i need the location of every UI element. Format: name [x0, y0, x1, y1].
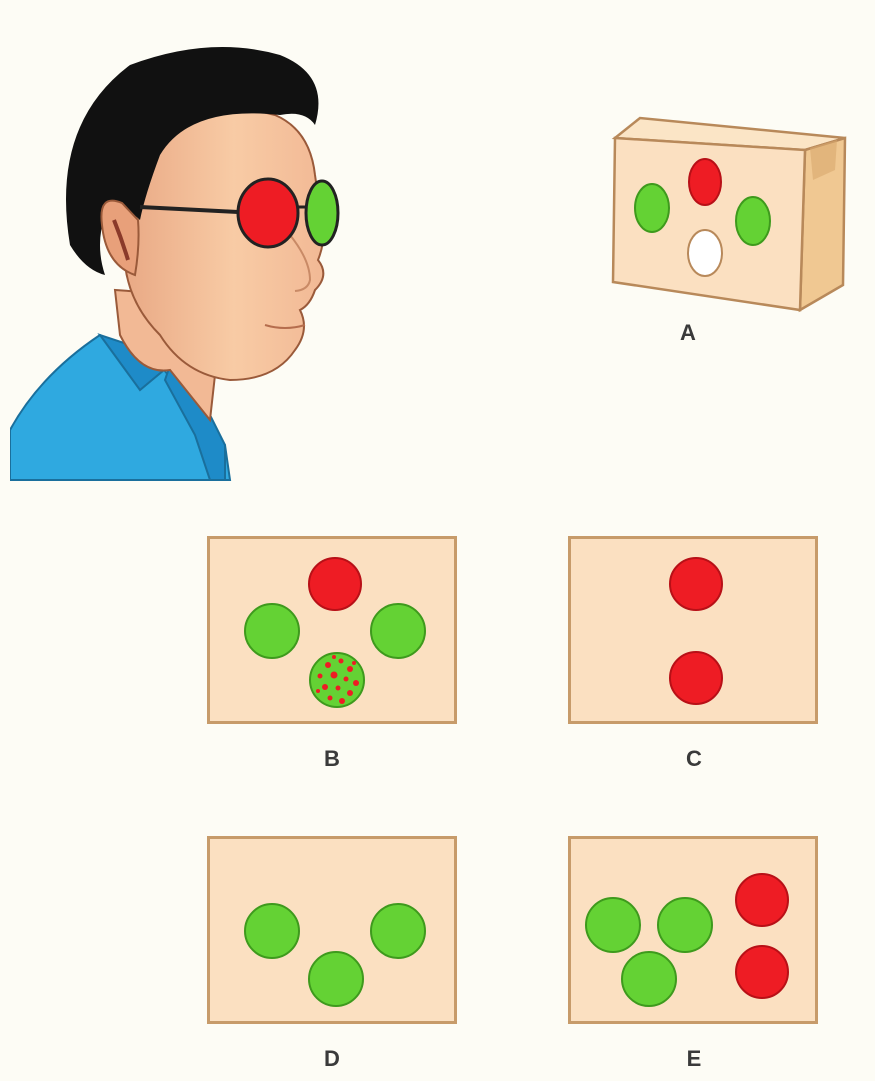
panel-e-red-top-light — [735, 873, 789, 927]
test-box-a — [611, 116, 847, 313]
label-c: C — [686, 746, 702, 771]
panel-c-red-bottom-light — [669, 651, 723, 705]
label-d: D — [324, 1046, 340, 1071]
panel-e-green-middle-light — [657, 897, 713, 953]
panel-b-green-right-light — [370, 603, 426, 659]
green-lens — [304, 179, 340, 247]
panel-b-mixed-light — [309, 652, 365, 708]
red-lens — [236, 177, 300, 249]
panel-b — [207, 536, 457, 724]
label-a: A — [680, 320, 696, 345]
panel-e-green-bottom-light — [621, 951, 677, 1007]
label-e: E — [686, 1046, 702, 1071]
box-a-light-red — [688, 158, 722, 206]
panel-e-green-left-light — [585, 897, 641, 953]
panel-b-red-light — [308, 557, 362, 611]
panel-e-red-bottom-light — [735, 945, 789, 999]
panel-e — [568, 836, 818, 1024]
panel-d — [207, 836, 457, 1024]
label-b: B — [324, 746, 340, 771]
panel-b-green-left-light — [244, 603, 300, 659]
panel-d-green-bottom-light — [308, 951, 364, 1007]
panel-c-red-top-light — [669, 557, 723, 611]
box-a-light-white — [687, 229, 723, 277]
face — [124, 105, 325, 382]
panel-d-green-right-light — [370, 903, 426, 959]
box-a-light-green-right — [735, 196, 771, 246]
hair — [66, 47, 319, 275]
panel-d-green-left-light — [244, 903, 300, 959]
person-with-glasses-illustration — [10, 47, 340, 481]
panel-c — [568, 536, 818, 724]
box-a-light-green-left — [634, 183, 670, 233]
